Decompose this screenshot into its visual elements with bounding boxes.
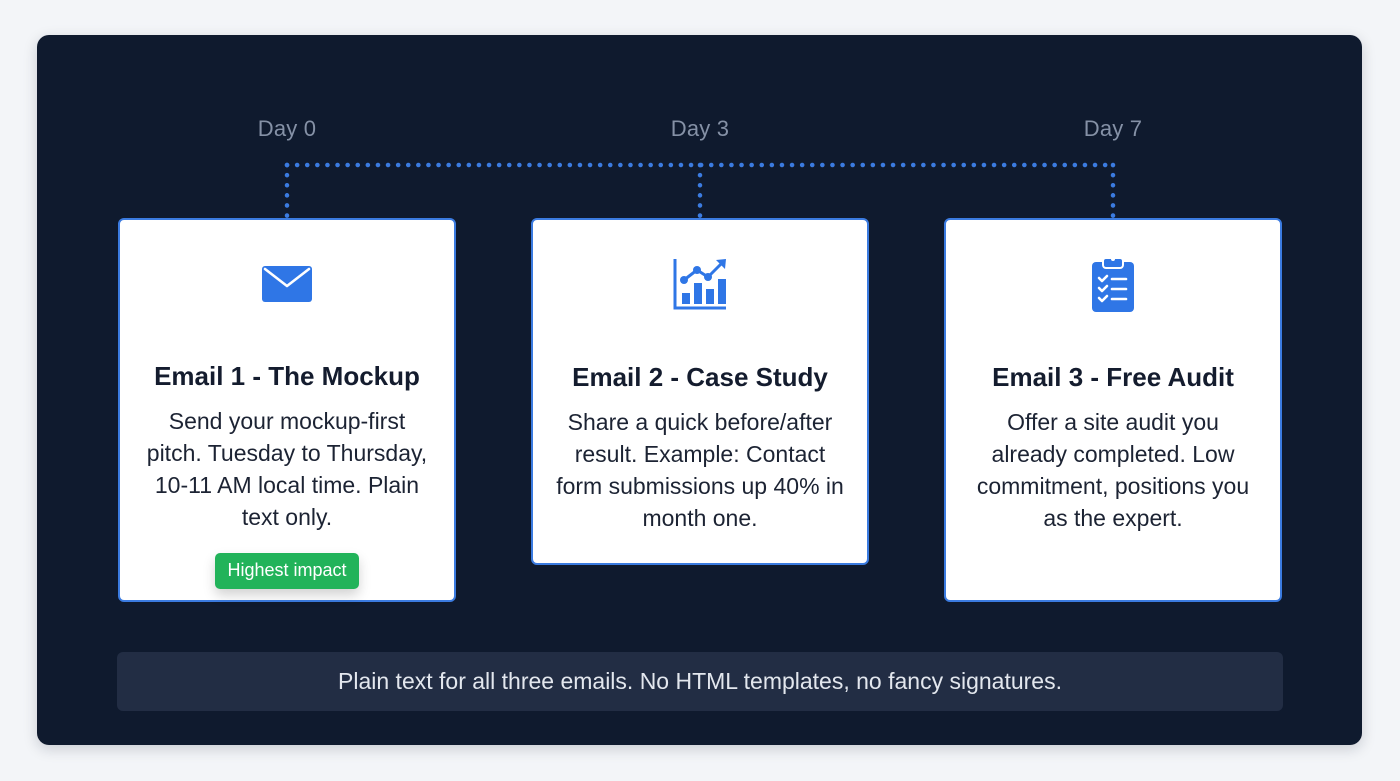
- email-card-3: Email 3 - Free Audit Offer a site audit …: [944, 218, 1282, 602]
- day-label-7: Day 7: [1083, 116, 1143, 141]
- highest-impact-badge: Highest impact: [215, 553, 359, 589]
- chart-growth-icon: [533, 254, 867, 314]
- card-title: Email 1 - The Mockup: [154, 361, 420, 391]
- email-card-2: Email 2 - Case Study Share a quick befor…: [531, 218, 869, 565]
- plain-text-note: Plain text for all three emails. No HTML…: [117, 652, 1283, 711]
- card-description: Send your mockup-first pitch. Tuesday to…: [146, 408, 428, 530]
- card-description: Share a quick before/after result. Examp…: [556, 409, 844, 531]
- envelope-icon: [120, 254, 454, 314]
- card-title: Email 3 - Free Audit: [992, 362, 1234, 392]
- note-text: Plain text for all three emails. No HTML…: [338, 668, 1062, 694]
- day-label-0: Day 0: [257, 116, 317, 141]
- email-card-1: Email 1 - The Mockup Send your mockup-fi…: [118, 218, 456, 602]
- day-label-3: Day 3: [670, 116, 730, 141]
- card-title: Email 2 - Case Study: [572, 362, 828, 392]
- card-description: Offer a site audit you already completed…: [976, 409, 1250, 531]
- clipboard-checklist-icon: [946, 254, 1280, 314]
